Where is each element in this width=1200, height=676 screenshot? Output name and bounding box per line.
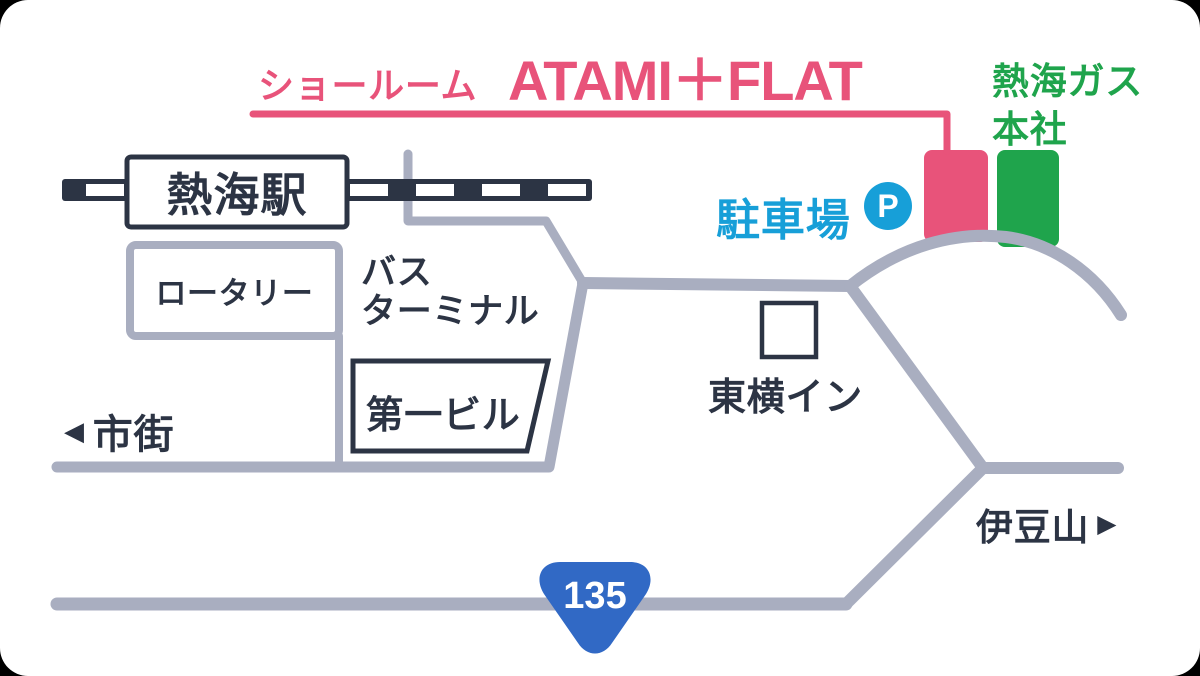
main-road-center (577, 277, 856, 292)
road-to-city (51, 277, 589, 473)
station-access-road (403, 149, 588, 288)
showroom-building-marker (924, 150, 988, 242)
title-leader-line (249, 110, 951, 155)
daiichi-building-box (350, 358, 552, 454)
route-135-badge (539, 562, 651, 654)
rotary-loop-road (126, 241, 343, 340)
toyoko-inn-box (759, 300, 819, 360)
road-diagonal-southwest (840, 462, 989, 610)
road-diagonal-northeast (844, 280, 989, 474)
station-box (124, 154, 350, 230)
gas-hq-building-marker (997, 150, 1059, 247)
road-curve-to-showroom (844, 229, 1127, 321)
